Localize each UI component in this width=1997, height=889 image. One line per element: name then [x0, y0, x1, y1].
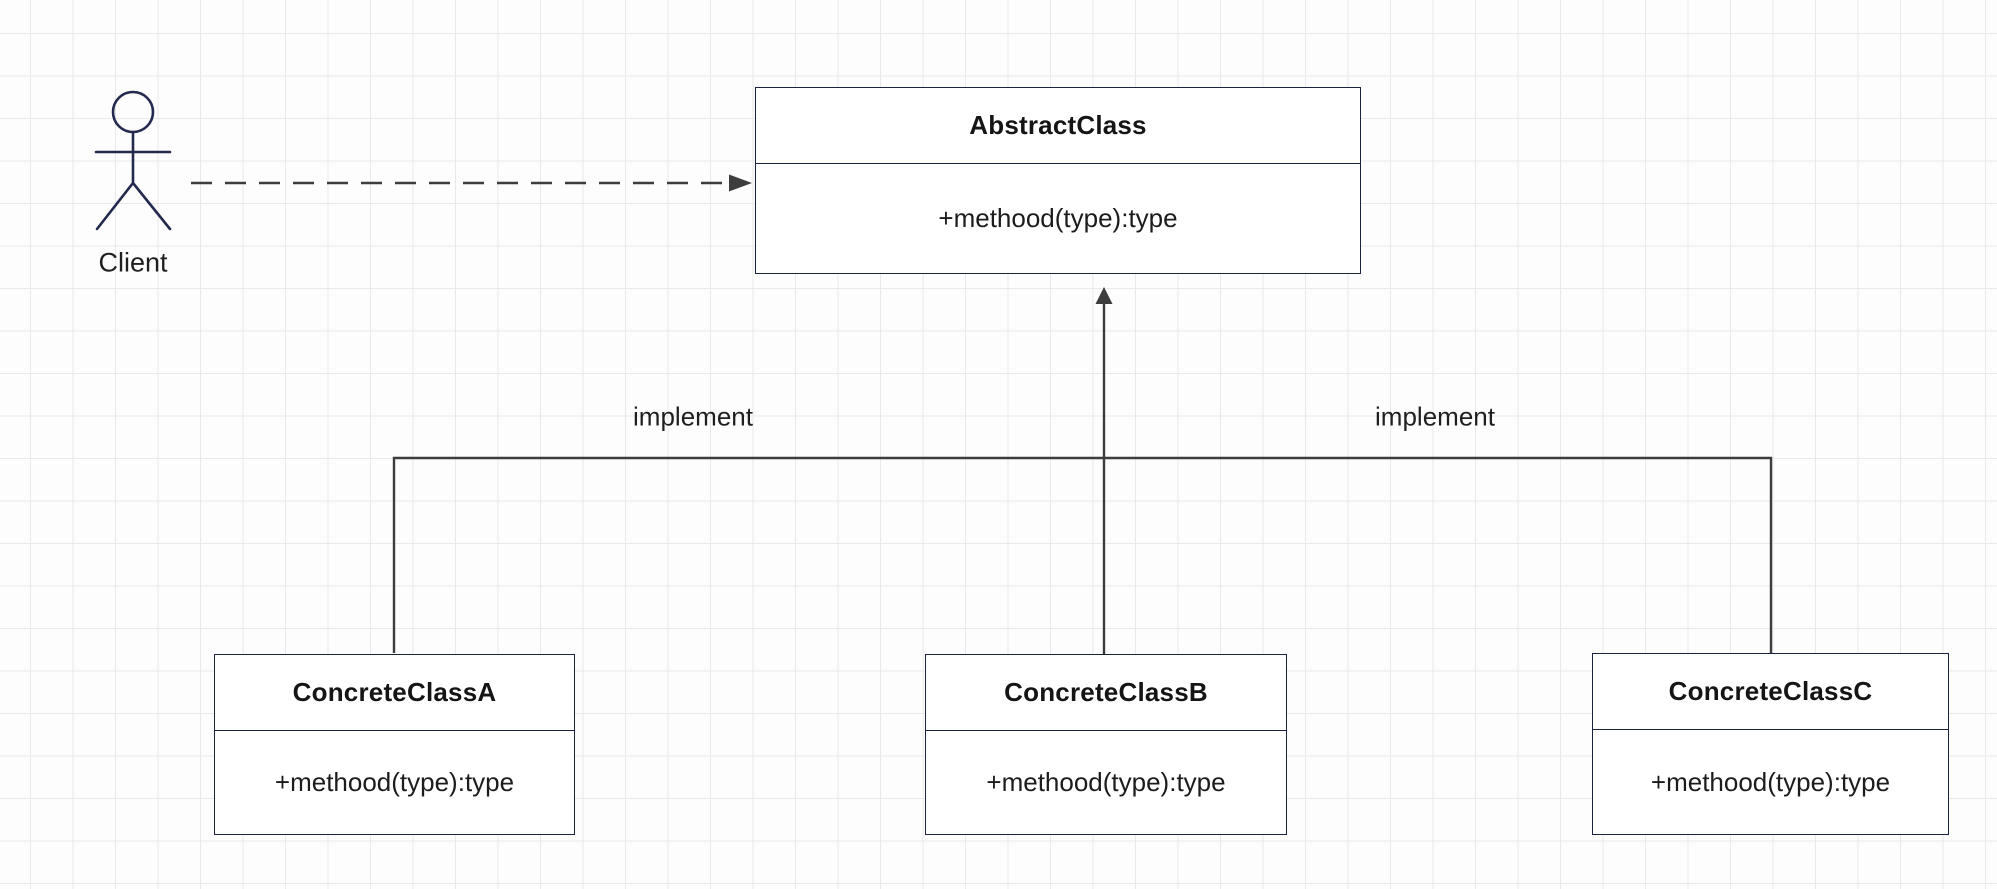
class-method: +methood(type):type [938, 203, 1178, 233]
implement-rail-edge[interactable] [392, 456, 1773, 653]
class-title: ConcreteClassA [215, 655, 574, 731]
arrowhead-up-icon [1095, 287, 1113, 304]
implement-label-right: implement [1375, 401, 1495, 432]
actor-label: Client [98, 247, 168, 278]
arrowhead-right-icon [729, 174, 752, 192]
class-node-abstract-class[interactable]: AbstractClass +methood(type):type [755, 87, 1361, 274]
client-dependency-edge[interactable] [191, 174, 752, 192]
class-node-concrete-class-a[interactable]: ConcreteClassA +methood(type):type [214, 654, 575, 835]
class-title: ConcreteClassC [1593, 654, 1948, 730]
implement-label-left: implement [633, 401, 753, 432]
client-actor-icon[interactable] [94, 90, 172, 231]
class-method: +methood(type):type [986, 767, 1226, 797]
class-method: +methood(type):type [1650, 766, 1891, 797]
class-title: AbstractClass [756, 88, 1360, 164]
class-node-concrete-class-b[interactable]: ConcreteClassB +methood(type):type [925, 654, 1287, 835]
concrete-b-implement-edge[interactable] [1095, 287, 1113, 654]
class-title: ConcreteClassB [926, 655, 1286, 731]
class-method: +methood(type):type [274, 767, 515, 797]
class-node-concrete-class-c[interactable]: ConcreteClassC +methood(type):type [1592, 653, 1949, 835]
